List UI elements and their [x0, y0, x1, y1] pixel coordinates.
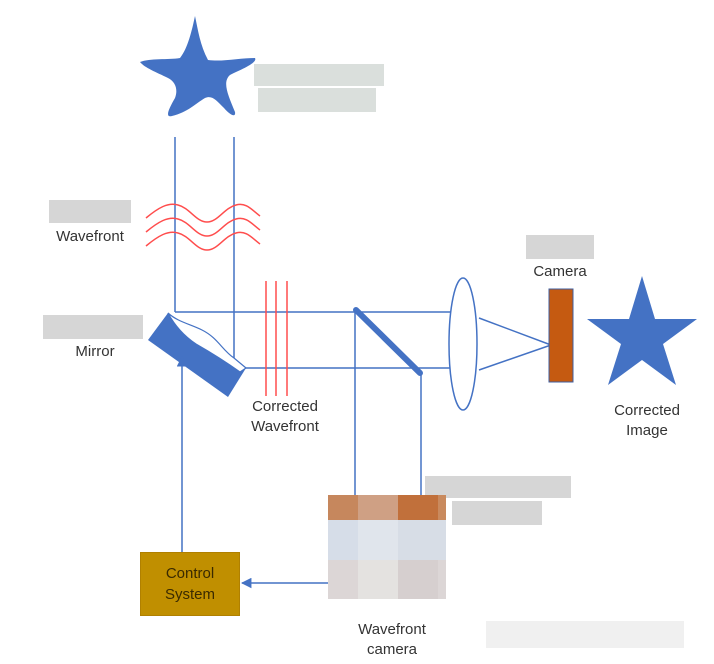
wavefront-label: Wavefront — [56, 228, 124, 245]
camera-sensor — [548, 288, 574, 383]
corrected-wavefront-label: Corrected Wavefront — [235, 397, 335, 437]
corrected-wavefront-label-line2: Wavefront — [251, 418, 319, 435]
corrected-image-label: Corrected Image — [597, 401, 697, 441]
redacted-label-bottom — [486, 621, 684, 648]
redacted-label-star-2 — [258, 88, 376, 112]
star-icon — [587, 276, 697, 385]
redacted-label-camera — [526, 235, 594, 259]
redacted-label-wavefront — [49, 200, 131, 223]
focus-line-top — [478, 317, 552, 346]
corrected-wavefront — [265, 281, 288, 396]
redacted-label-splitter-2 — [452, 501, 542, 525]
wavefront-camera-label-line1: Wavefront — [358, 621, 426, 638]
corrected-image-label-line1: Corrected — [614, 402, 680, 419]
corrected-wavefront-label-line1: Corrected — [252, 398, 318, 415]
deformable-mirror — [148, 312, 248, 397]
camera-label: Camera — [533, 263, 587, 280]
wavefront-camera-label-line2: camera — [366, 641, 418, 658]
focus-line-bottom — [478, 344, 552, 371]
distorted-star-icon — [140, 16, 256, 117]
redacted-label-mirror — [43, 315, 143, 339]
control-system-label-line1: Control — [165, 565, 215, 582]
lens — [448, 277, 478, 411]
control-system-label-line2: System — [164, 586, 215, 603]
redacted-label-splitter — [425, 476, 571, 498]
corrected-image-label-line2: Image — [626, 422, 668, 439]
wavefront-camera — [328, 495, 446, 599]
distorted-wavefront — [145, 203, 261, 251]
wavefront-camera-label: Wavefront camera — [342, 620, 442, 660]
mirror-label: Mirror — [75, 343, 115, 360]
control-system-box: Control System — [140, 552, 240, 616]
beam-splitter — [353, 307, 423, 376]
redacted-label-star — [254, 64, 384, 86]
